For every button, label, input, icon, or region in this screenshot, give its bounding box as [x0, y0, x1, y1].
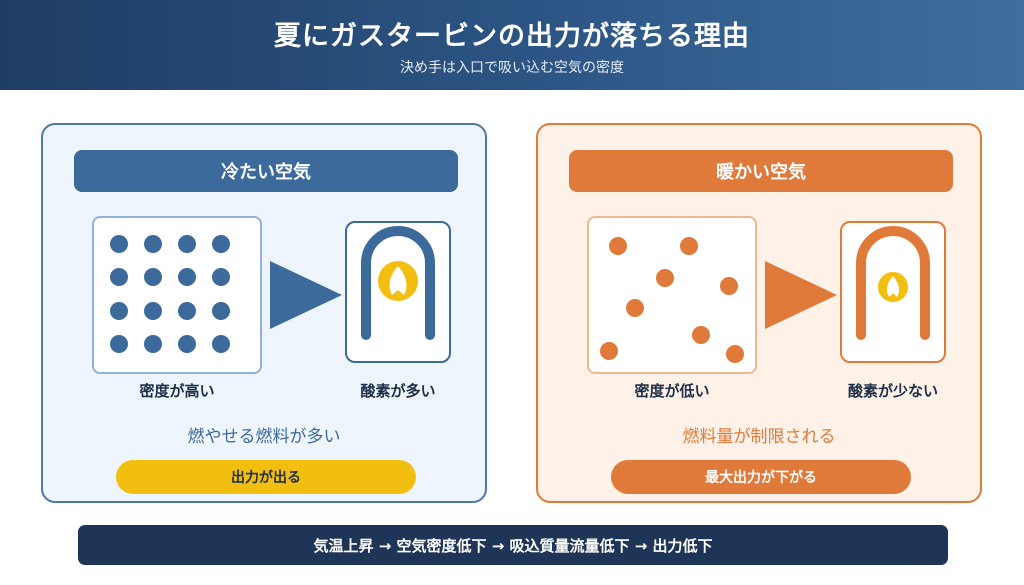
page-title: 夏にガスタービンの出力が落ちる理由 — [274, 21, 750, 52]
air-molecule — [144, 235, 162, 253]
air-molecule — [692, 326, 710, 344]
cold-fuel-note: 燃やせる燃料が多い — [187, 427, 341, 447]
cold-density-label: 密度が高い — [139, 382, 215, 400]
air-molecule — [178, 302, 196, 320]
air-molecule — [178, 235, 196, 253]
air-molecule — [720, 277, 738, 295]
warm-density-label: 密度が低い — [634, 382, 710, 400]
air-molecule — [178, 268, 196, 286]
air-molecule — [110, 268, 128, 286]
page-subtitle: 決め手は入口で吸い込む空気の密度 — [400, 60, 624, 76]
summary-bar: 気温上昇 → 空気密度低下 → 吸込質量流量低下 → 出力低下 — [78, 525, 948, 565]
flame-icon — [886, 276, 900, 297]
warm-oxygen-label: 酸素が少ない — [847, 382, 938, 400]
combustor-icon — [856, 226, 930, 340]
dense-air-box — [92, 216, 262, 374]
warm-combustor-box — [840, 221, 946, 363]
combustor-icon — [361, 226, 435, 340]
air-molecule — [212, 335, 230, 353]
air-molecule — [212, 268, 230, 286]
air-molecule — [144, 335, 162, 353]
air-molecule — [178, 335, 196, 353]
air-molecule — [600, 342, 618, 360]
air-molecule — [110, 302, 128, 320]
cold-air-panel: 冷たい空気 密度が高い 酸素が多い 燃やせる燃料が多い 出力が出る — [41, 123, 487, 503]
header-banner: 夏にガスタービンの出力が落ちる理由 決め手は入口で吸い込む空気の密度 — [0, 0, 1024, 90]
cold-result-pill: 出力が出る — [116, 460, 416, 494]
flow-arrow-icon — [765, 261, 837, 329]
air-molecule — [626, 299, 644, 317]
air-molecule — [609, 237, 627, 255]
warm-fuel-note: 燃料量が制限される — [682, 427, 836, 447]
air-molecule — [110, 235, 128, 253]
flame-icon — [389, 266, 407, 295]
air-molecule — [144, 268, 162, 286]
air-molecule — [212, 235, 230, 253]
air-molecule — [680, 237, 698, 255]
air-molecule — [726, 345, 744, 363]
air-molecule — [656, 269, 674, 287]
sparse-air-box — [587, 216, 757, 374]
air-molecule — [144, 302, 162, 320]
warm-air-panel: 暖かい空気 密度が低い 酸素が少ない 燃料量が制限される 最大出力が下がる — [536, 123, 982, 503]
cold-oxygen-label: 酸素が多い — [360, 382, 436, 400]
air-molecule — [110, 335, 128, 353]
cold-combustor-box — [345, 221, 451, 363]
air-molecule — [212, 302, 230, 320]
flow-arrow-icon — [270, 261, 342, 329]
warm-air-heading: 暖かい空気 — [569, 150, 953, 192]
cold-air-heading: 冷たい空気 — [74, 150, 458, 192]
warm-result-pill: 最大出力が下がる — [611, 460, 911, 494]
